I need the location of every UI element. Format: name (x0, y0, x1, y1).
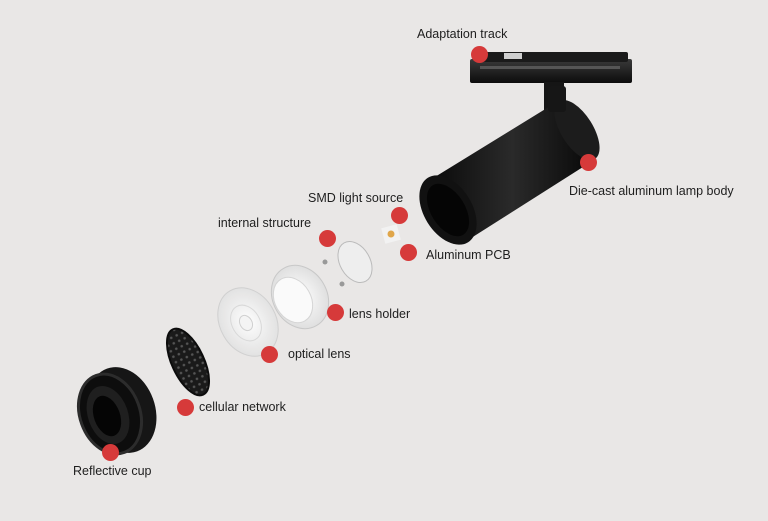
cellular-network-part (165, 327, 211, 397)
marker-lens-holder (327, 304, 344, 321)
aluminum-pcb-part (381, 224, 401, 244)
label-smd-light-source: SMD light source (308, 191, 404, 205)
marker-smd-light-source (391, 207, 408, 224)
label-optical-lens: optical lens (288, 347, 351, 361)
lens-holder-part (270, 264, 330, 330)
label-reflective-cup: Reflective cup (73, 464, 152, 478)
lamp-body-part (419, 86, 600, 245)
reflective-cup-part (77, 367, 157, 456)
label-internal-structure: internal structure (218, 216, 312, 230)
marker-adaptation-track (471, 46, 488, 63)
label-lens-holder: lens holder (349, 307, 411, 321)
marker-reflective-cup (102, 444, 119, 461)
label-aluminum-pcb: Aluminum PCB (426, 248, 511, 262)
optical-lens-part (217, 287, 279, 357)
marker-internal-structure (319, 230, 336, 247)
marker-aluminum-pcb (400, 244, 417, 261)
marker-lamp-body (580, 154, 597, 171)
marker-cellular-network (177, 399, 194, 416)
marker-optical-lens (261, 346, 278, 363)
label-adaptation-track: Adaptation track (417, 27, 508, 41)
internal-structure-part (322, 241, 373, 287)
label-cellular-network: cellular network (199, 400, 286, 414)
label-lamp-body: Die-cast aluminum lamp body (569, 184, 734, 198)
